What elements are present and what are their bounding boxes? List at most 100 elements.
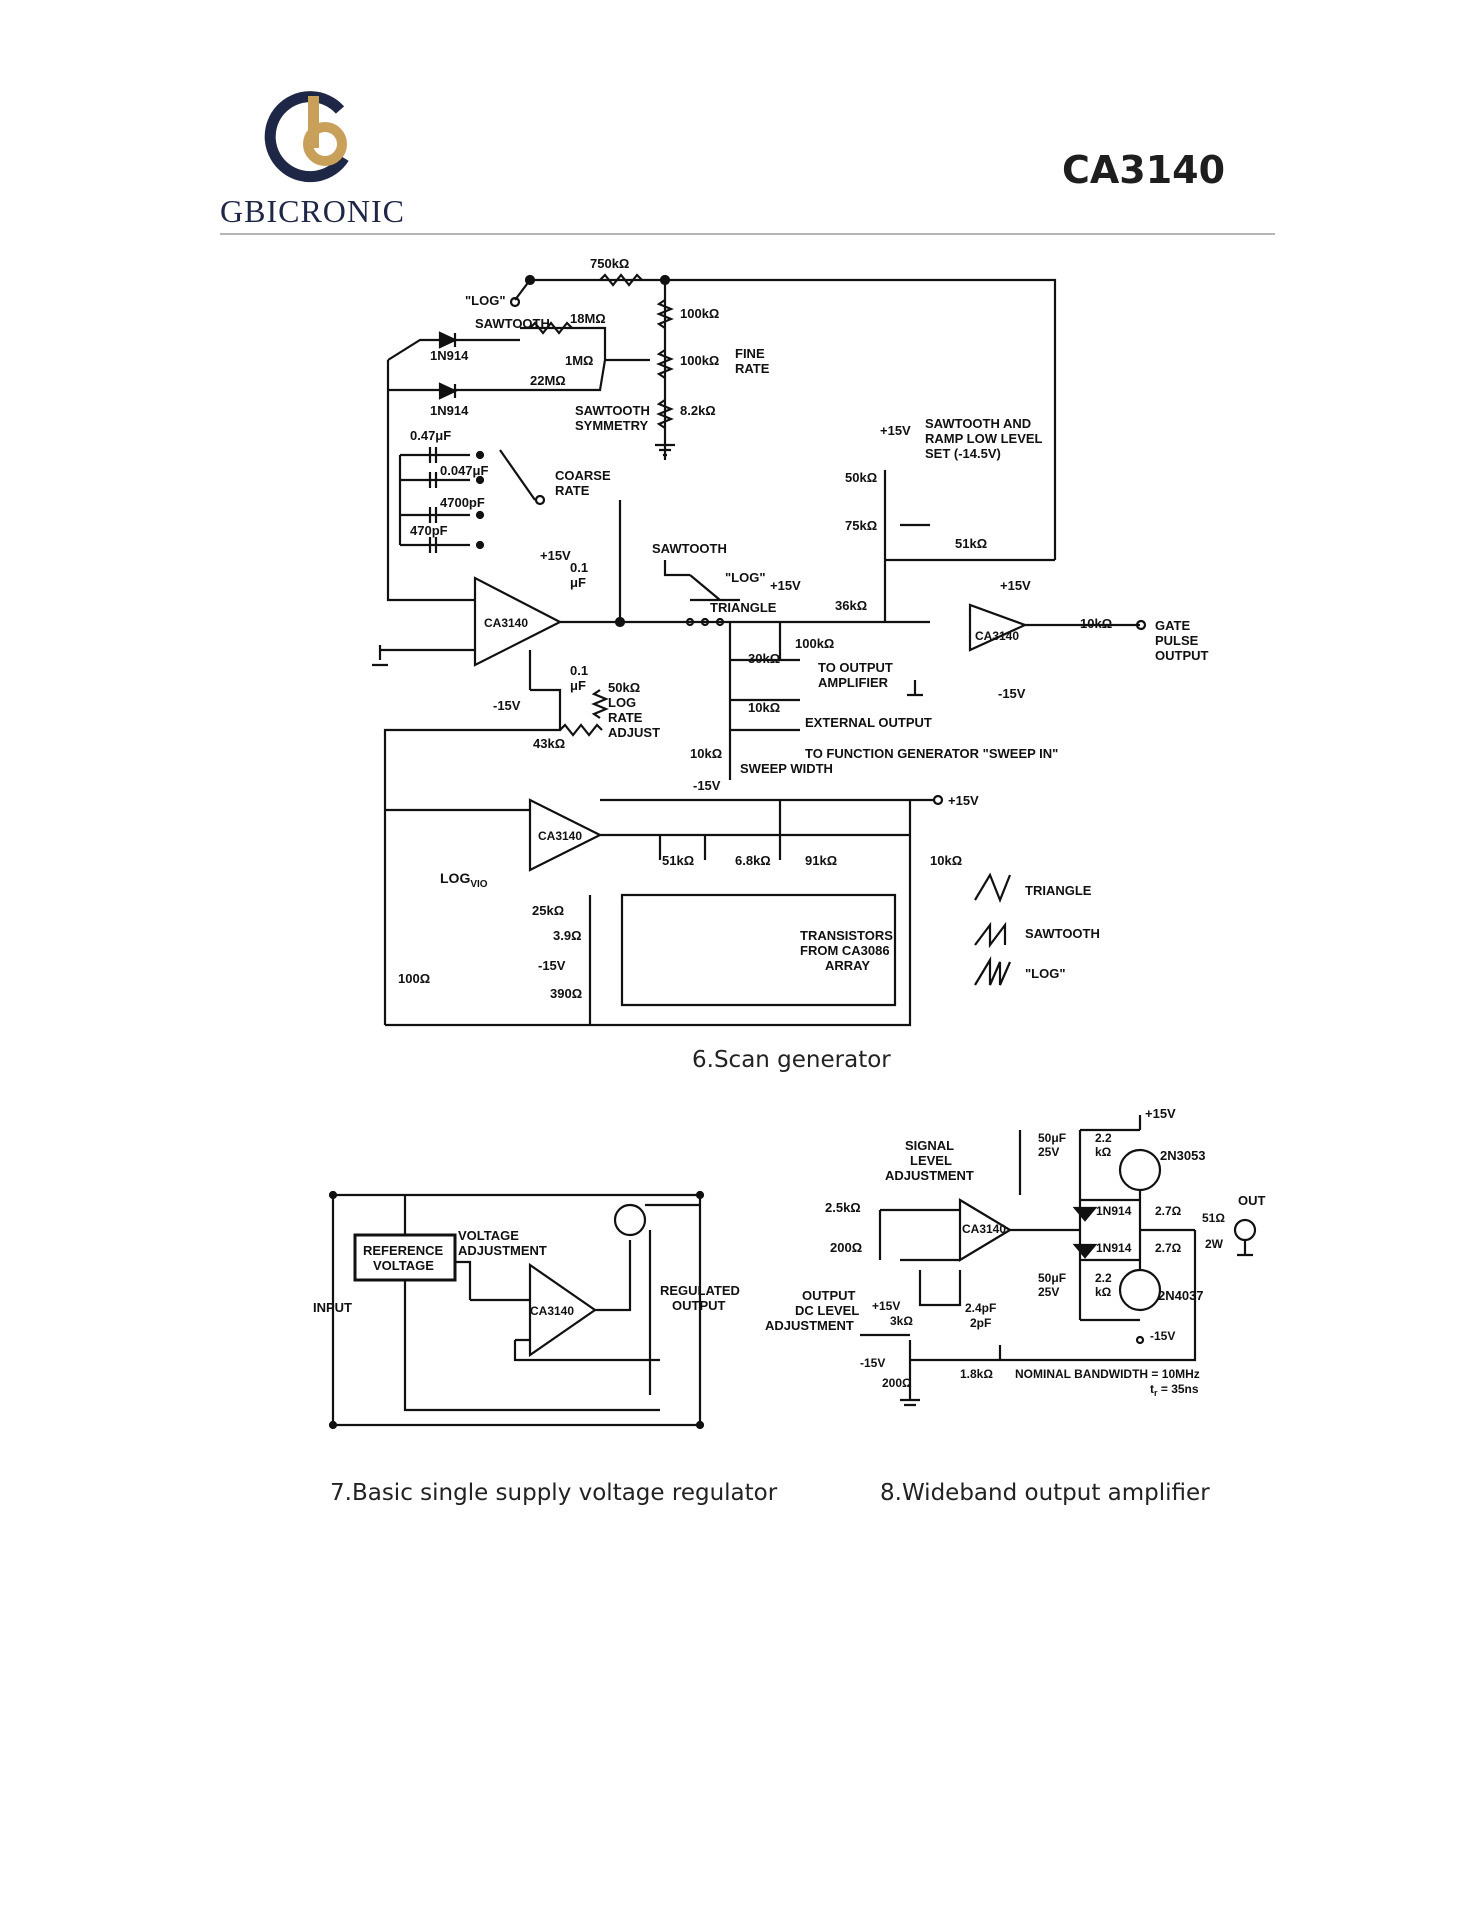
label-51r: 51Ω — [1202, 1211, 1225, 1225]
label-27-b: 2.7Ω — [1155, 1241, 1182, 1255]
label-regulated-1: REGULATED — [660, 1283, 740, 1298]
label-100k-b: 100kΩ — [680, 353, 719, 368]
label-50uf-b: 50μF — [1038, 1271, 1066, 1285]
label-3r9: 3.9Ω — [553, 928, 582, 943]
label-91k: 91kΩ — [805, 853, 837, 868]
label-sym-1: SAWTOOTH — [575, 403, 650, 418]
label-gate-3: OUTPUT — [1155, 648, 1209, 663]
label-750k: 750kΩ — [590, 256, 629, 271]
brand-name: GBICRONIC — [220, 193, 406, 229]
label-1m: 1MΩ — [565, 353, 593, 368]
label-log-adj-1: LOG — [608, 695, 636, 710]
label-log-switch: "LOG" — [465, 293, 506, 308]
label-saw-low-1: SAWTOOTH AND — [925, 416, 1031, 431]
label-op-amp-wide: CA3140 — [962, 1222, 1006, 1236]
label-01uf-a-unit: μF — [570, 575, 586, 590]
label-out: OUT — [1238, 1193, 1266, 1208]
scan-generator-labels: 750kΩ "LOG" SAWTOOTH 18MΩ 100kΩ 1N914 1M… — [398, 256, 1209, 1001]
label-transistors-2: FROM CA3086 — [800, 943, 890, 958]
label-18m: 18MΩ — [570, 311, 606, 326]
label-transistors-1: TRANSISTORS — [800, 928, 893, 943]
label-01uf-b-unit: μF — [570, 678, 586, 693]
label-signal-1: SIGNAL — [905, 1138, 954, 1153]
label-100k-a: 100kΩ — [680, 306, 719, 321]
label-diode-a: 1N914 — [1096, 1204, 1132, 1218]
label-15v-a: +15V — [880, 423, 911, 438]
label-diode-b: 1N914 — [1096, 1241, 1132, 1255]
label-m15v-dc: -15V — [860, 1356, 885, 1370]
label-01uf-b: 0.1 — [570, 663, 588, 678]
label-transistors-3: ARRAY — [825, 958, 870, 973]
label-gate-1: GATE — [1155, 618, 1190, 633]
label-vadj-2: ADJUSTMENT — [458, 1243, 547, 1258]
label-regulated-2: OUTPUT — [672, 1298, 726, 1313]
label-coarse: COARSE — [555, 468, 611, 483]
label-sweep-width: SWEEP WIDTH — [740, 761, 833, 776]
figure-8-caption: 8.Wideband output amplifier — [880, 1480, 1210, 1506]
label-10k-c: 10kΩ — [690, 746, 722, 761]
scan-generator-schematic — [372, 273, 1147, 1027]
label-100r: 100Ω — [398, 971, 430, 986]
label-nominal-bandwidth: NOMINAL BANDWIDTH = 10MHz — [1015, 1367, 1200, 1381]
label-log-adj-3: ADJUST — [608, 725, 660, 740]
label-rise-time: tr = 35ns — [1150, 1382, 1199, 1398]
label-saw-low-2: RAMP LOW LEVEL — [925, 431, 1043, 446]
label-50uf-a: 50μF — [1038, 1131, 1066, 1145]
legend-triangle: TRIANGLE — [1025, 883, 1092, 898]
label-15v-e: +15V — [948, 793, 979, 808]
label-047uf: 0.47μF — [410, 428, 451, 443]
label-0047uf: 0.047μF — [440, 463, 488, 478]
label-external-output: EXTERNAL OUTPUT — [805, 715, 932, 730]
legend-log: "LOG" — [1025, 966, 1066, 981]
label-dc-2: DC LEVEL — [795, 1303, 859, 1318]
label-2k5: 2.5kΩ — [825, 1200, 861, 1215]
label-01uf-a: 0.1 — [570, 560, 588, 575]
label-10k-a: 10kΩ — [1080, 616, 1112, 631]
label-op-amp-reg: CA3140 — [530, 1304, 574, 1318]
label-2pf: 2pF — [970, 1316, 991, 1330]
label-100k-c: 100kΩ — [795, 636, 834, 651]
label-diode-1: 1N914 — [430, 348, 469, 363]
label-m15v-d: -15V — [538, 958, 566, 973]
label-gate-2: PULSE — [1155, 633, 1199, 648]
label-51k-a: 51kΩ — [955, 536, 987, 551]
label-coarse-rate: RATE — [555, 483, 590, 498]
header-divider — [220, 233, 1275, 235]
label-15v-dc: +15V — [872, 1299, 900, 1313]
label-signal-2: LEVEL — [910, 1153, 952, 1168]
label-dc-3: ADJUSTMENT — [765, 1318, 854, 1333]
label-m15v-b: -15V — [998, 686, 1026, 701]
label-to-output-1: TO OUTPUT — [818, 660, 893, 675]
label-15v-top: +15V — [1145, 1106, 1176, 1121]
label-log-vio: LOGVIO — [440, 870, 488, 890]
label-sym-2: SYMMETRY — [575, 418, 649, 433]
label-22k-a-unit: kΩ — [1095, 1145, 1112, 1159]
label-m15v-out: -15V — [1150, 1329, 1175, 1343]
label-op-amp-3: CA3140 — [538, 829, 582, 843]
label-2n4037: 2N4037 — [1158, 1288, 1204, 1303]
label-diode-2: 1N914 — [430, 403, 469, 418]
label-30k: 30kΩ — [748, 651, 780, 666]
label-op-amp-2: CA3140 — [975, 629, 1019, 643]
label-25k: 25kΩ — [532, 903, 564, 918]
figure-7-caption: 7.Basic single supply voltage regulator — [330, 1480, 778, 1506]
label-8k2: 8.2kΩ — [680, 403, 716, 418]
label-reference-1: REFERENCE — [363, 1243, 444, 1258]
label-sawtooth-top: SAWTOOTH — [652, 541, 727, 556]
label-m15v-c: -15V — [693, 778, 721, 793]
label-log-adj-2: RATE — [608, 710, 643, 725]
gbicronic-logo-icon — [264, 91, 349, 183]
label-signal-3: ADJUSTMENT — [885, 1168, 974, 1183]
label-to-function-gen: TO FUNCTION GENERATOR "SWEEP IN" — [805, 746, 1058, 761]
label-2w: 2W — [1205, 1237, 1224, 1251]
label-43k: 43kΩ — [533, 736, 565, 751]
label-10k-d: 10kΩ — [930, 853, 962, 868]
label-1k8: 1.8kΩ — [960, 1367, 993, 1381]
label-6k8: 6.8kΩ — [735, 853, 771, 868]
label-sawtooth-switch: SAWTOOTH — [475, 316, 550, 331]
label-50k-b: 50kΩ — [608, 680, 640, 695]
label-fine: FINE — [735, 346, 765, 361]
label-470pf: 470pF — [410, 523, 448, 538]
label-75k: 75kΩ — [845, 518, 877, 533]
label-51k-b: 51kΩ — [662, 853, 694, 868]
